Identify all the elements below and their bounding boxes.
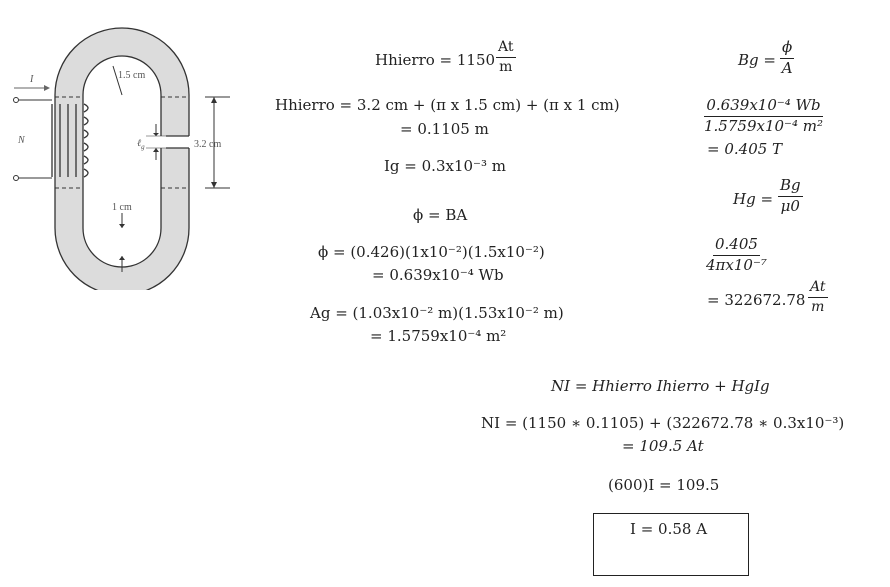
hg-calculation: 0.405 4πx10⁻⁷ — [706, 235, 767, 274]
answer-box — [593, 513, 749, 576]
gap-label: ℓg — [137, 138, 145, 151]
gap-arrow-up-icon — [153, 148, 159, 152]
lg-value: Ig = 0.3x10⁻³ m — [384, 157, 506, 175]
turns-label: N — [17, 135, 26, 146]
height-arrow-down-icon — [211, 182, 217, 188]
answer: I = 0.58 A — [630, 520, 708, 538]
bg-result: = 0.405 T — [707, 140, 783, 158]
hg-lhs: Hg = — [733, 190, 774, 208]
width-label: 1 cm — [112, 202, 132, 213]
width-arrow-up-icon — [119, 256, 125, 260]
height-label: 3.2 cm — [194, 139, 221, 150]
current-label: I — [29, 74, 34, 85]
ni-substitution: NI = (1150 ∗ 0.1105) + (322672.78 ∗ 0.3x… — [481, 414, 845, 432]
terminal-bottom — [13, 175, 19, 181]
ni-equation: NI = Hhierro Ihierro + HgIg — [551, 377, 770, 395]
bg-lhs: Bg = — [738, 51, 776, 69]
air-gap — [160, 136, 192, 148]
bg-calculation: 0.639x10⁻⁴ Wb 1.5759x10⁻⁴ m² — [704, 96, 823, 135]
magnetic-circuit-diagram: I N 1.5 cm ℓg 3.2 cm 1 cm — [13, 27, 230, 290]
terminal-top — [13, 97, 19, 103]
h-iron-unit: At m — [496, 39, 516, 75]
bg-formula: ϕ A — [780, 38, 795, 77]
height-arrow-up-icon — [211, 97, 217, 103]
hg-result: = 322672.78 — [707, 291, 806, 309]
phi-definition: ϕ = BA — [413, 206, 468, 224]
phi-calculation: ϕ = (0.426)(1x10⁻²)(1.5x10⁻²) — [318, 243, 545, 261]
ag-calculation: Ag = (1.03x10⁻² m)(1.53x10⁻² m) — [310, 304, 564, 322]
current-equation: (600)I = 109.5 — [608, 476, 720, 494]
gap-arrow-down-icon — [153, 133, 159, 136]
ni-result: = 109.5 At — [622, 437, 704, 455]
radius-label: 1.5 cm — [118, 70, 145, 81]
current-arrow-icon — [44, 85, 50, 91]
hg-formula: Bg μ0 — [778, 176, 803, 215]
hg-unit: At m — [808, 279, 828, 315]
length-equation: Hhierro = 3.2 cm + (π x 1.5 cm) + (π x 1… — [275, 96, 620, 114]
phi-result: = 0.639x10⁻⁴ Wb — [372, 266, 504, 284]
length-result: = 0.1105 m — [400, 120, 489, 138]
coil — [51, 103, 89, 178]
ag-result: = 1.5759x10⁻⁴ m² — [370, 327, 507, 345]
core — [54, 27, 190, 290]
width-arrow-down-icon — [119, 224, 125, 228]
h-iron-lhs: Hhierro = 1150 — [375, 51, 496, 69]
